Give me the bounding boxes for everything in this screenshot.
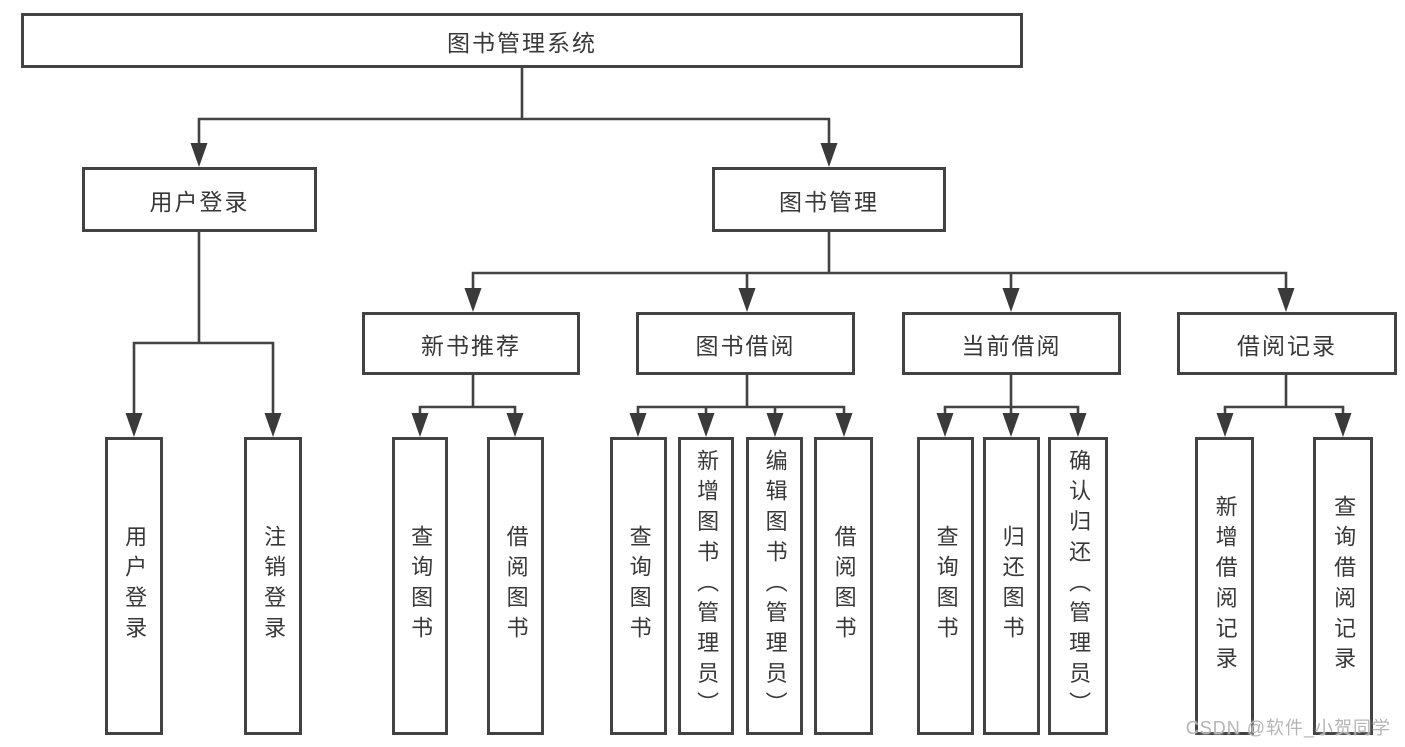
leaf-query-books-borrowing-label: 查询图书: [626, 525, 652, 647]
leaf-query-books-current: 查询图书: [917, 437, 974, 735]
leaf-add-borrow-record-label: 新增借阅记录: [1212, 494, 1238, 678]
leaf-user-login: 用户登录: [105, 437, 163, 735]
leaf-edit-book-admin-label: 编辑图书（管理员）: [762, 449, 788, 723]
leaf-borrow-books-borrowing-label: 借阅图书: [831, 525, 857, 647]
leaf-return-books-label: 归还图书: [999, 525, 1025, 647]
leaf-borrow-books-borrowing: 借阅图书: [814, 437, 873, 735]
node-book-management: 图书管理: [712, 167, 946, 232]
leaf-query-books-recommend: 查询图书: [392, 437, 448, 735]
leaf-user-login-label: 用户登录: [122, 525, 148, 647]
leaf-confirm-return-admin: 确认归还（管理员）: [1048, 437, 1108, 735]
leaf-borrow-books-recommend: 借阅图书: [487, 437, 544, 735]
node-current-borrowing: 当前借阅: [902, 312, 1121, 375]
leaf-query-books-recommend-label: 查询图书: [408, 525, 434, 647]
node-new-book-recommendation-label: 新书推荐: [421, 332, 521, 359]
leaf-query-books-current-label: 查询图书: [933, 525, 959, 647]
node-user-login: 用户登录: [82, 167, 317, 232]
leaf-query-borrow-record-label: 查询借阅记录: [1331, 494, 1357, 678]
leaf-return-books: 归还图书: [983, 437, 1040, 735]
leaf-confirm-return-admin-label: 确认归还（管理员）: [1066, 449, 1092, 723]
node-user-login-label: 用户登录: [149, 188, 250, 215]
leaf-borrow-books-recommend-label: 借阅图书: [503, 525, 529, 647]
node-borrowing-records-label: 借阅记录: [1237, 332, 1337, 359]
node-new-book-recommendation: 新书推荐: [362, 312, 580, 375]
leaf-add-book-admin: 新增图书（管理员）: [678, 437, 734, 735]
node-current-borrowing-label: 当前借阅: [961, 332, 1062, 359]
leaf-query-books-borrowing: 查询图书: [610, 437, 667, 735]
leaf-add-book-admin-label: 新增图书（管理员）: [694, 449, 720, 723]
node-book-borrowing: 图书借阅: [636, 312, 855, 375]
leaf-add-borrow-record: 新增借阅记录: [1195, 437, 1254, 735]
node-root: 图书管理系统: [21, 13, 1023, 68]
leaf-query-borrow-record: 查询借阅记录: [1313, 437, 1373, 735]
node-root-label: 图书管理系统: [447, 29, 597, 56]
leaf-logout: 注销登录: [244, 437, 302, 735]
node-borrowing-records: 借阅记录: [1177, 312, 1397, 375]
leaf-logout-label: 注销登录: [261, 525, 287, 647]
watermark: CSDN @软件_小贺同学: [1185, 718, 1391, 738]
leaf-edit-book-admin: 编辑图书（管理员）: [746, 437, 803, 735]
node-book-borrowing-label: 图书借阅: [695, 332, 796, 359]
node-book-management-label: 图书管理: [779, 188, 879, 215]
